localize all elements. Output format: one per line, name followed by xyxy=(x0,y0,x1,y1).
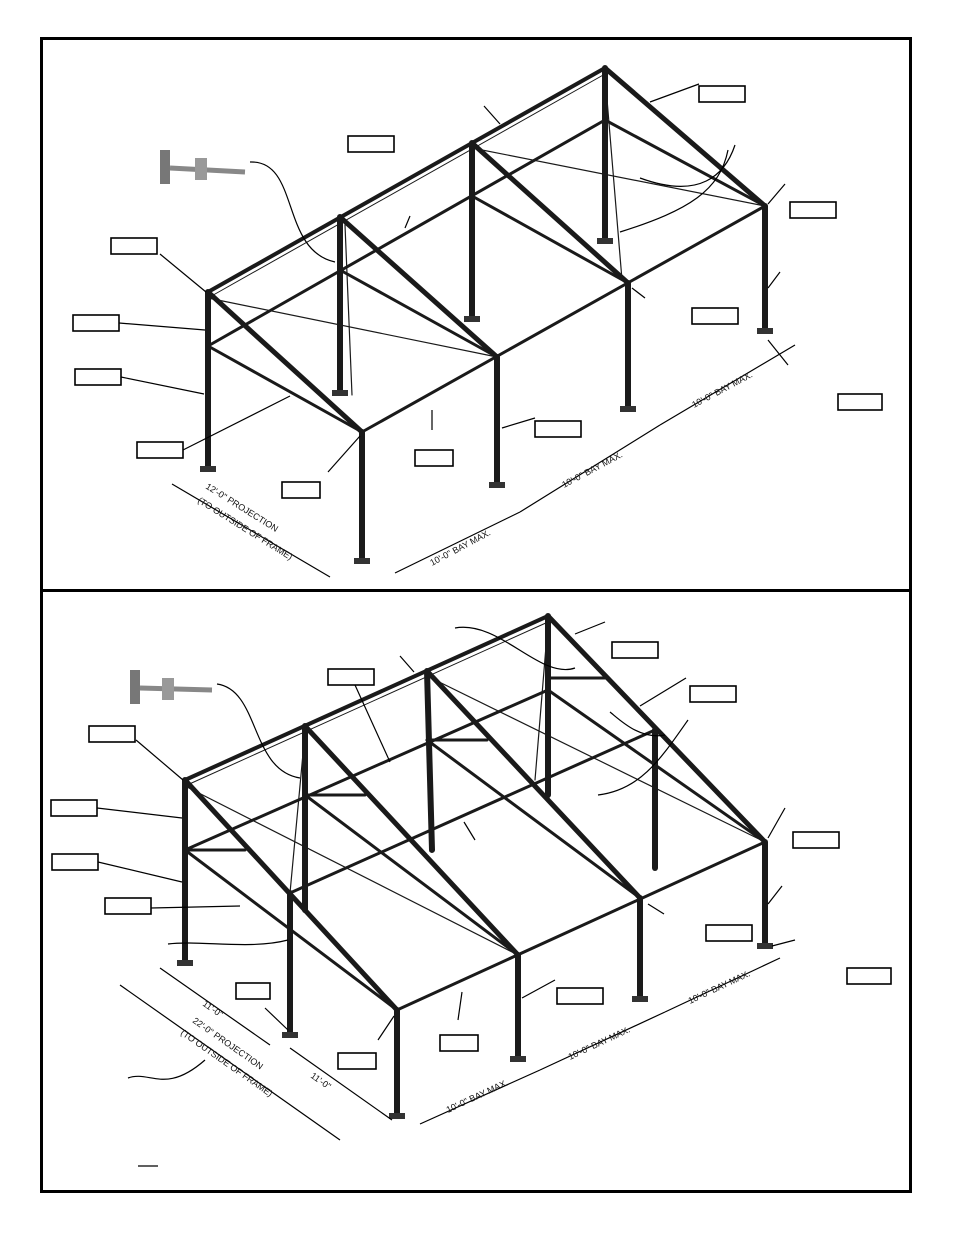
bottom-bay-label-1: 10'-0" BAY MAX. xyxy=(445,1077,510,1114)
anchor-leader xyxy=(249,161,336,263)
bottom-bay-label-2: 10'-0" BAY MAX. xyxy=(567,1024,632,1061)
anchor-bolt-icon-bottom xyxy=(130,670,213,704)
bottom-dimensions xyxy=(119,957,781,1141)
top-bay-label-1: 10'-0" BAY MAX. xyxy=(428,527,492,567)
top-frame-structure xyxy=(200,65,773,564)
bottom-leaders xyxy=(96,621,796,1167)
top-leaders xyxy=(118,83,789,473)
bottom-diagram-frame xyxy=(40,589,912,1193)
bottom-half-projection-2: 11'-0" xyxy=(309,1070,333,1091)
anchor-leader-bottom xyxy=(216,683,301,779)
bottom-bay-label-3: 10'-0" BAY MAX. xyxy=(687,968,752,1005)
bottom-frame-structure xyxy=(177,613,773,1119)
anchor-bolt-icon xyxy=(160,150,246,184)
top-dimensions xyxy=(171,344,796,578)
bottom-callouts xyxy=(50,641,892,1070)
top-bay-label-3: 10'-0" BAY MAX. xyxy=(690,369,754,409)
top-bay-label-2: 10'-0" BAY MAX. xyxy=(560,449,624,489)
bottom-half-projection-1: 11'-0" xyxy=(201,998,225,1019)
top-callouts xyxy=(72,85,883,499)
